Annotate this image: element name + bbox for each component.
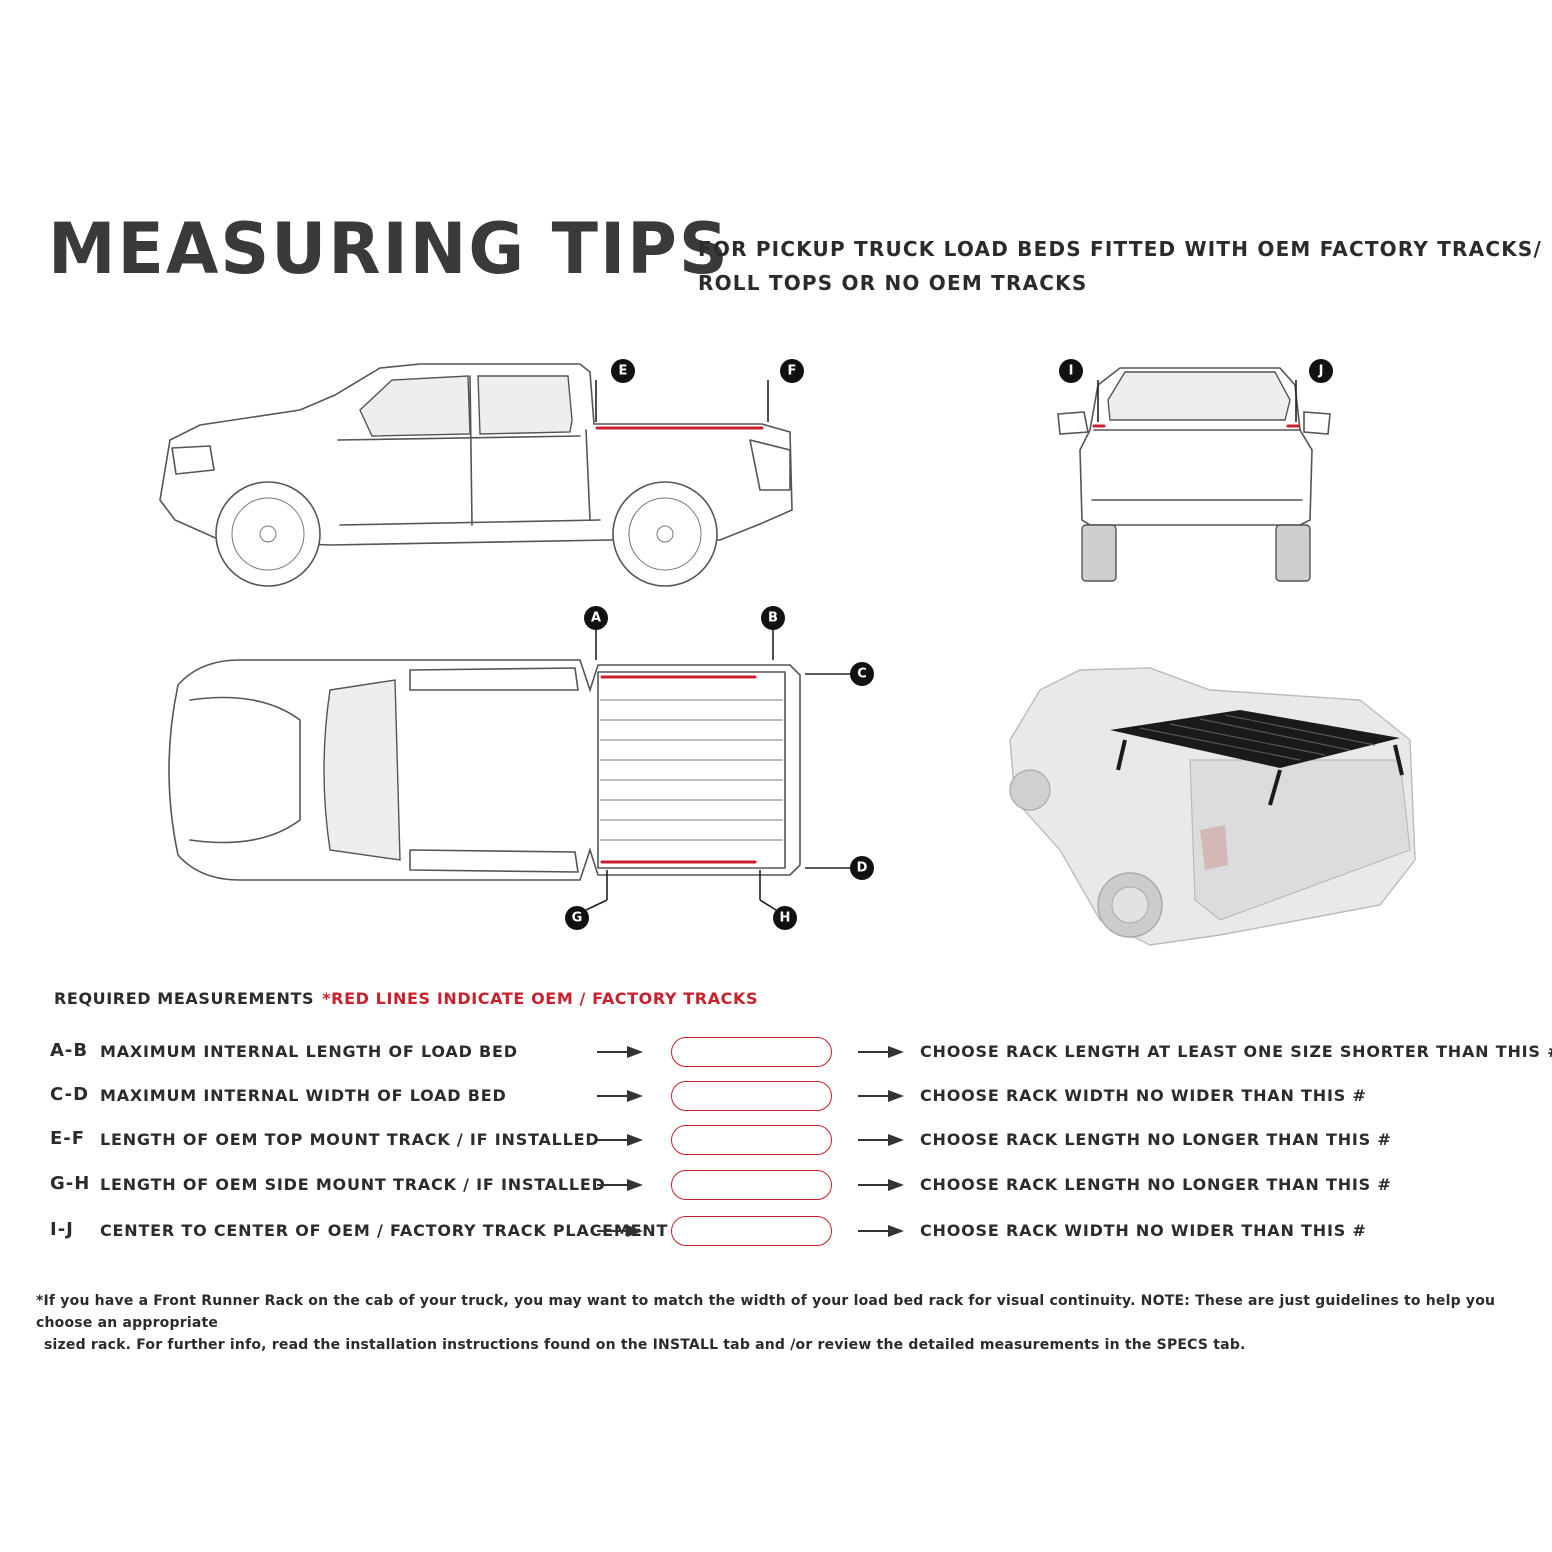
arrow-icon [597, 1225, 643, 1237]
footnote: *If you have a Front Runner Rack on the … [36, 1290, 1526, 1356]
row-code: C-D [50, 1084, 90, 1105]
marker-e: E [611, 359, 635, 383]
row-description: LENGTH OF OEM TOP MOUNT TRACK / IF INSTA… [100, 1130, 600, 1149]
row-advice: CHOOSE RACK LENGTH NO LONGER THAN THIS # [920, 1130, 1392, 1149]
marker-a: A [584, 606, 608, 630]
truck-top-view [168, 659, 801, 881]
arrow-icon [858, 1134, 904, 1146]
required-measurements-heading: REQUIRED MEASUREMENTS *RED LINES INDICATE… [54, 989, 758, 1008]
footnote-line-1: *If you have a Front Runner Rack on the … [36, 1293, 1496, 1331]
row-advice: CHOOSE RACK WIDTH NO WIDER THAN THIS # [920, 1086, 1367, 1105]
marker-d-label: D [857, 861, 868, 876]
truck-rear-view [1057, 367, 1331, 582]
marker-i-label: I [1069, 364, 1074, 379]
truck-with-rack-image [1009, 667, 1416, 946]
marker-e-label: E [619, 364, 628, 379]
red-lines-note: *RED LINES INDICATE OEM / FACTORY TRACKS [322, 989, 759, 1008]
measurement-input-i-j[interactable] [671, 1216, 832, 1246]
marker-g: G [565, 906, 589, 930]
marker-f-label: F [788, 364, 797, 379]
row-advice: CHOOSE RACK LENGTH NO LONGER THAN THIS # [920, 1175, 1392, 1194]
marker-b: B [761, 606, 785, 630]
row-description: MAXIMUM INTERNAL WIDTH OF LOAD BED [100, 1086, 507, 1105]
truck-side-view [159, 363, 793, 587]
row-description: CENTER TO CENTER OF OEM / FACTORY TRACK … [100, 1221, 669, 1240]
arrow-icon [597, 1046, 643, 1058]
measurement-row-i-j: I-J CENTER TO CENTER OF OEM / FACTORY TR… [0, 1216, 1552, 1247]
footnote-line-2: sized rack. For further info, read the i… [44, 1337, 1246, 1353]
measurement-input-c-d[interactable] [671, 1081, 832, 1111]
marker-a-label: A [591, 611, 601, 626]
marker-c-label: C [857, 667, 867, 682]
page-subtitle: FOR PICKUP TRUCK LOAD BEDS FITTED WITH O… [698, 237, 1543, 295]
measurement-input-e-f[interactable] [671, 1125, 832, 1155]
leader-lines [585, 380, 1297, 911]
row-code: I-J [50, 1219, 74, 1240]
marker-h-label: H [780, 911, 791, 926]
measurement-row-a-b: A-B MAXIMUM INTERNAL LENGTH OF LOAD BED … [0, 1037, 1552, 1068]
marker-f: F [780, 359, 804, 383]
marker-g-label: G [572, 911, 583, 926]
measurement-row-g-h: G-H LENGTH OF OEM SIDE MOUNT TRACK / IF … [0, 1170, 1552, 1201]
required-measurements-label: REQUIRED MEASUREMENTS [54, 989, 315, 1008]
arrow-icon [858, 1225, 904, 1237]
measurement-input-a-b[interactable] [671, 1037, 832, 1067]
marker-b-label: B [768, 611, 778, 626]
arrow-icon [597, 1090, 643, 1102]
arrow-icon [858, 1179, 904, 1191]
row-advice: CHOOSE RACK WIDTH NO WIDER THAN THIS # [920, 1221, 1367, 1240]
marker-j-label: J [1318, 364, 1324, 379]
row-advice: CHOOSE RACK LENGTH AT LEAST ONE SIZE SHO… [920, 1042, 1552, 1061]
arrow-icon [858, 1046, 904, 1058]
row-code: G-H [50, 1173, 91, 1194]
row-description: LENGTH OF OEM SIDE MOUNT TRACK / IF INST… [100, 1175, 606, 1194]
arrow-icon [597, 1179, 643, 1191]
marker-d: D [850, 856, 874, 880]
arrow-icon [597, 1134, 643, 1146]
marker-c: C [850, 662, 874, 686]
measurement-input-g-h[interactable] [671, 1170, 832, 1200]
arrow-icon [858, 1090, 904, 1102]
measurement-row-e-f: E-F LENGTH OF OEM TOP MOUNT TRACK / IF I… [0, 1125, 1552, 1156]
page-title: MEASURING TIPS [48, 208, 730, 290]
row-description: MAXIMUM INTERNAL LENGTH OF LOAD BED [100, 1042, 518, 1061]
marker-i: I [1059, 359, 1083, 383]
truck-diagrams: .ol { fill:none; stroke:#555; stroke-wid… [159, 359, 1416, 946]
row-code: E-F [50, 1128, 86, 1149]
marker-j: J [1309, 359, 1333, 383]
row-code: A-B [50, 1040, 89, 1061]
measurement-row-c-d: C-D MAXIMUM INTERNAL WIDTH OF LOAD BED C… [0, 1081, 1552, 1112]
marker-h: H [773, 906, 797, 930]
